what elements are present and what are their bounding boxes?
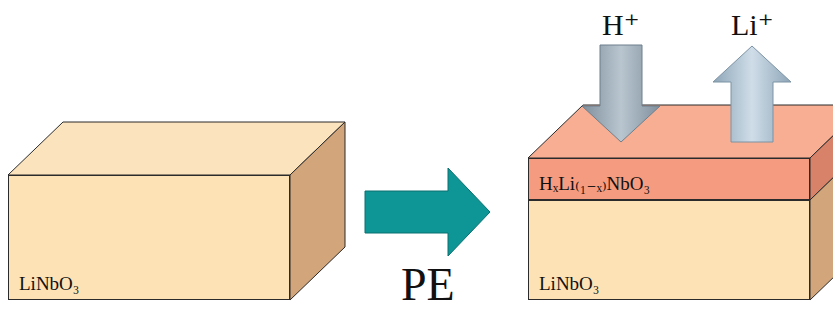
process-arrow [365, 168, 490, 256]
exchanged-layer: HₓLi₍₁₋ₓ₎NbO₃ [528, 158, 810, 200]
crystal-block: LiNbO₃ [8, 175, 290, 300]
block-top-face [8, 122, 345, 175]
formula-label: LiNbO₃ [19, 273, 79, 295]
block-side-face [810, 147, 833, 300]
ion-label: Li⁺ [731, 7, 774, 42]
ion-label: H⁺ [602, 7, 640, 42]
crystal-substrate: LiNbO₃ [528, 200, 810, 300]
block-side-face [290, 122, 345, 300]
layer-top-face [528, 105, 833, 158]
formula-label: HₓLi₍₁₋ₓ₎NbO₃ [539, 172, 650, 195]
process-label: PE [401, 258, 455, 311]
formula-label: LiNbO₃ [539, 273, 599, 295]
ion-out-arrow [713, 46, 791, 142]
ion-in-arrow [582, 45, 660, 142]
